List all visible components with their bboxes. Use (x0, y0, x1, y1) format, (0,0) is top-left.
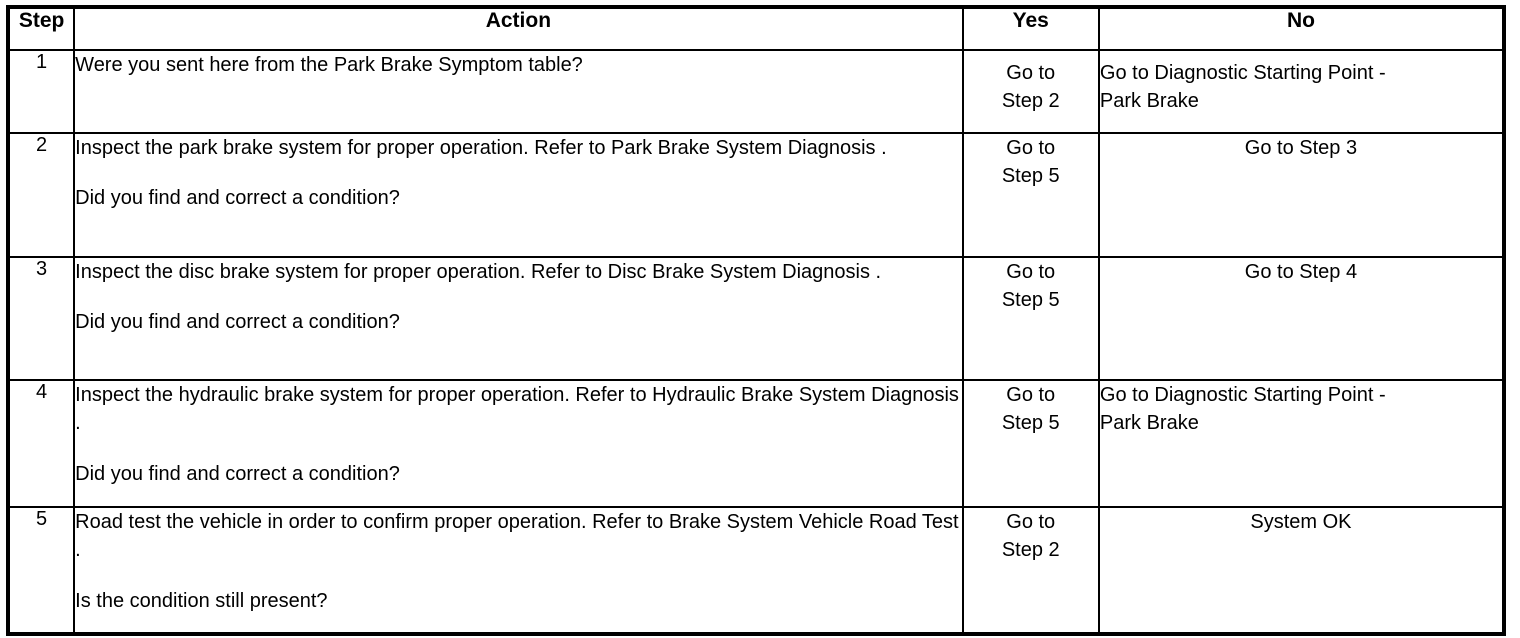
no-text-line-1: Go to Step 4 (1244, 261, 1358, 283)
yes-result-cell: Go to Step 5 (961, 132, 1100, 258)
step-number-cell: 4 (6, 379, 76, 508)
step-number-cell: 1 (6, 49, 76, 134)
action-paragraph-gap (75, 286, 961, 308)
action-cell: Inspect the disc brake system for proper… (73, 256, 964, 381)
yes-text-line-2: Step 5 (1001, 412, 1060, 435)
table-row: 1 Were you sent here from the Park Brake… (6, 49, 1506, 134)
step-number-cell: 5 (6, 506, 76, 635)
column-header-no: No (1097, 6, 1506, 51)
table-header-row: Step Action Yes No (6, 6, 1506, 51)
yes-result-cell: Go to Step 2 (961, 506, 1100, 635)
action-text-primary: Inspect the park brake system for proper… (75, 137, 887, 159)
no-text-line-2: Park Brake (1099, 90, 1199, 113)
action-cell: Inspect the park brake system for proper… (73, 132, 964, 258)
table-row: 3 Inspect the disc brake system for prop… (6, 256, 1506, 381)
yes-text-line-1: Go to (1006, 511, 1056, 533)
action-text-question: Did you find and correct a condition? (75, 311, 400, 334)
yes-text-line-2: Step 5 (1001, 289, 1060, 312)
yes-text-line-1: Go to (1006, 62, 1056, 84)
yes-text-line-2: Step 2 (1001, 90, 1060, 113)
table-body: 1 Were you sent here from the Park Brake… (6, 49, 1506, 635)
table-header: Step Action Yes No (6, 6, 1506, 51)
action-text-primary: Were you sent here from the Park Brake S… (75, 54, 583, 76)
action-text-primary: Inspect the hydraulic brake system for p… (75, 384, 959, 435)
yes-text-line-2: Step 2 (1001, 539, 1060, 562)
yes-text-line-1: Go to (1006, 384, 1056, 406)
table-row: 5 Road test the vehicle in order to conf… (6, 506, 1506, 635)
no-text-line-1: System OK (1250, 511, 1352, 533)
yes-result-cell: Go to Step 2 (961, 49, 1100, 134)
column-header-yes: Yes (961, 6, 1100, 51)
no-result-cell: Go to Step 4 (1097, 256, 1506, 381)
action-paragraph-gap (75, 438, 961, 460)
yes-text-line-1: Go to (1006, 261, 1056, 283)
no-text-line-1: Go to Step 3 (1244, 137, 1358, 159)
action-cell: Inspect the hydraulic brake system for p… (73, 379, 964, 508)
table-row: 4 Inspect the hydraulic brake system for… (6, 379, 1506, 508)
yes-text-line-2: Step 5 (1001, 165, 1060, 188)
action-text-question: Is the condition still present? (75, 589, 328, 612)
no-result-cell: System OK (1097, 506, 1506, 635)
no-text-line-1: Go to Diagnostic Starting Point - (1099, 62, 1386, 84)
no-text-line-1: Go to Diagnostic Starting Point - (1099, 384, 1386, 406)
park-brake-diagnostic-table: Step Action Yes No 1 Were you sent here … (6, 5, 1506, 636)
action-text-question: Did you find and correct a condition? (75, 187, 400, 210)
yes-result-cell: Go to Step 5 (961, 379, 1100, 508)
step-number-cell: 2 (6, 132, 76, 258)
yes-text-line-1: Go to (1006, 137, 1056, 159)
no-result-cell: Go to Diagnostic Starting Point - Park B… (1097, 49, 1506, 134)
yes-result-cell: Go to Step 5 (961, 256, 1100, 381)
no-text-line-2: Park Brake (1099, 412, 1199, 435)
action-paragraph-gap (75, 565, 961, 587)
step-number-cell: 3 (6, 256, 76, 381)
action-paragraph-gap (75, 162, 961, 184)
action-text-question: Did you find and correct a condition? (75, 462, 400, 485)
action-text-primary: Inspect the disc brake system for proper… (75, 261, 882, 283)
no-result-cell: Go to Diagnostic Starting Point - Park B… (1097, 379, 1506, 508)
table-row: 2 Inspect the park brake system for prop… (6, 132, 1506, 258)
action-cell: Were you sent here from the Park Brake S… (73, 49, 964, 134)
column-header-action: Action (73, 6, 964, 51)
no-result-cell: Go to Step 3 (1097, 132, 1506, 258)
column-header-step: Step (6, 6, 76, 51)
action-text-primary: Road test the vehicle in order to confir… (75, 511, 965, 562)
action-cell: Road test the vehicle in order to confir… (73, 506, 965, 635)
